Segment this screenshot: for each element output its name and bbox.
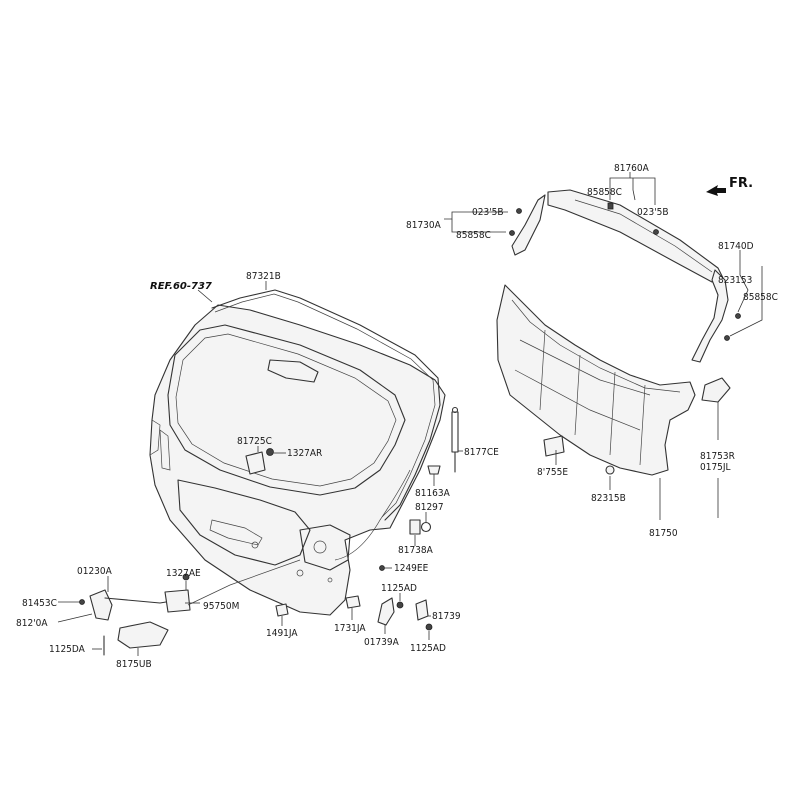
- gas-strut: [451, 406, 459, 473]
- handle-cover-81755E: [543, 435, 565, 457]
- label-81755E: 8'755E: [537, 467, 568, 478]
- label-81453C: 81453C: [22, 598, 57, 609]
- label-81760A: 81760A: [614, 163, 650, 174]
- label-fr: FR.: [729, 176, 753, 191]
- bolt-81453C: [79, 599, 85, 605]
- label-ref: REF.60-737: [150, 281, 212, 292]
- front-arrow-icon: [706, 185, 726, 196]
- label-1491JA: 1491JA: [266, 628, 298, 639]
- bolt-1249EE: [379, 565, 385, 571]
- label-1249EE: 1249EE: [394, 563, 429, 574]
- clip-82315B-r: [735, 313, 741, 319]
- label-1731JA: 1731JA: [334, 623, 366, 634]
- striker-81739: [415, 599, 429, 621]
- label-1125DA: 1125DA: [49, 644, 86, 655]
- label-82315B: 82315B: [591, 493, 626, 504]
- label-81297: 81297: [415, 502, 444, 513]
- label-81163A: 81163A: [415, 488, 451, 499]
- label-81738A: 81738A: [398, 545, 434, 556]
- label-02315B-a: 023'5B: [472, 207, 504, 218]
- label-85858C-r: 85858C: [743, 292, 778, 303]
- label-01753L: 0175JL: [700, 462, 731, 473]
- latch-assembly: [89, 559, 301, 621]
- clip-85858C-top: [607, 202, 614, 210]
- leader-lines: [57, 172, 763, 656]
- cable: [334, 469, 411, 561]
- upper-trim-81760A: [511, 189, 725, 283]
- part-labels: REF.60-737 FR. 87321B 81725C 1327AR 8177…: [16, 163, 778, 670]
- label-81750: 81750: [649, 528, 678, 539]
- label-01230A: 01230A: [77, 566, 113, 577]
- cover-81753R: [701, 377, 731, 403]
- label-1327AR: 1327AR: [287, 448, 322, 459]
- label-02315B-b: 023'5B: [637, 207, 669, 218]
- side-trim-81740D: [691, 269, 729, 363]
- bolt-1125AD-b: [425, 623, 433, 631]
- bolt-1125AD-a: [396, 601, 404, 609]
- bracket-01739A: [377, 597, 395, 626]
- label-81770E: 8177CE: [464, 447, 499, 458]
- label-81725C: 81725C: [237, 436, 272, 447]
- clip-82315B: [605, 465, 615, 475]
- bracket-81725C: [245, 451, 266, 475]
- grommet-1731JA: [345, 595, 361, 609]
- label-81740D: 81740D: [718, 241, 754, 252]
- handle-81750B: [117, 621, 169, 649]
- fastener-1327AR: [266, 448, 274, 456]
- trim-panel-81750: [496, 284, 696, 476]
- clip-02315B-a: [516, 208, 522, 214]
- label-1327AE: 1327AE: [166, 568, 201, 579]
- label-81730A: 81730A: [406, 220, 442, 231]
- label-1125AD-a: 1125AD: [381, 583, 417, 594]
- clip-85858C-left: [509, 230, 515, 236]
- bumper-81738A: [409, 519, 421, 535]
- label-85858C-left: 85858C: [456, 230, 491, 241]
- label-1125AD-b: 1125AD: [410, 643, 446, 654]
- label-85858C-top: 85858C: [587, 187, 622, 198]
- clip-02315B-b: [653, 229, 659, 235]
- label-81753R: 81753R: [700, 451, 735, 462]
- label-95750M: 95750M: [203, 601, 239, 612]
- label-81739: 81739: [432, 611, 461, 622]
- clip-1491JA: [275, 603, 289, 617]
- label-87321B: 87321B: [246, 271, 281, 282]
- label-81210A: 812'0A: [16, 618, 48, 629]
- stopper-81163A: [427, 465, 441, 475]
- tailgate-panel: [149, 289, 446, 616]
- ring-81297: [420, 521, 432, 533]
- label-01739A: 01739A: [364, 637, 400, 648]
- label-82315B-r: 823153: [718, 275, 752, 286]
- clip-85858C-r: [724, 335, 730, 341]
- label-81750B: 8175UB: [116, 659, 152, 670]
